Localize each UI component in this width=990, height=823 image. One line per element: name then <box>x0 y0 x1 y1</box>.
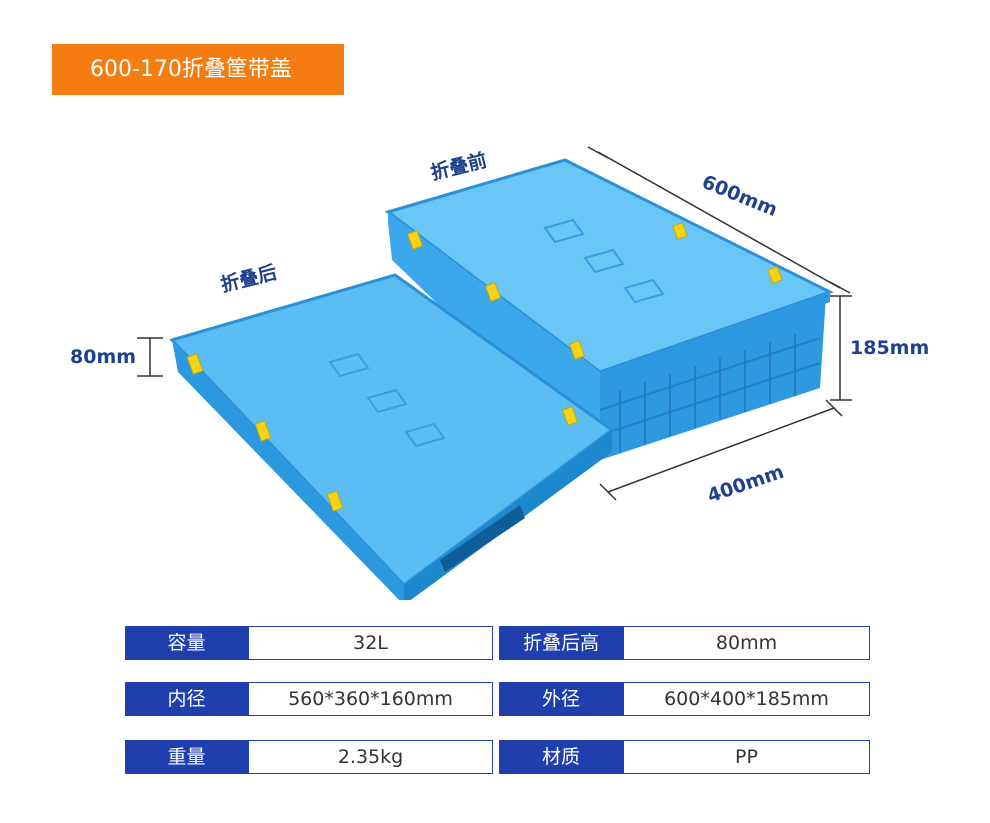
spec-value-weight: 2.35kg <box>248 740 493 774</box>
product-illustration <box>137 146 852 600</box>
folded-crate <box>169 273 615 600</box>
dimension-lines <box>137 146 852 501</box>
spec-row-3: 重量 2.35kg 材质 PP <box>125 740 870 774</box>
unfolded-crate <box>384 158 834 460</box>
spec-label-folded-height: 折叠后高 <box>499 626 623 660</box>
spec-value-material: PP <box>623 740 870 774</box>
spec-label-outer-size: 外径 <box>499 682 623 716</box>
spec-label-capacity: 容量 <box>125 626 248 660</box>
dim-height-label: 185mm <box>850 337 930 359</box>
spec-label-material: 材质 <box>499 740 623 774</box>
spec-row-2: 内径 560*360*160mm 外径 600*400*185mm <box>125 682 870 716</box>
page-title: 600-170折叠筐带盖 <box>52 44 344 95</box>
spec-value-inner-size: 560*360*160mm <box>248 682 493 716</box>
dim-folded-height-label: 80mm <box>70 346 137 368</box>
spec-value-capacity: 32L <box>248 626 493 660</box>
spec-value-folded-height: 80mm <box>623 626 870 660</box>
spec-value-outer-size: 600*400*185mm <box>623 682 870 716</box>
spec-label-weight: 重量 <box>125 740 248 774</box>
spec-label-inner-size: 内径 <box>125 682 248 716</box>
spec-row-1: 容量 32L 折叠后高 80mm <box>125 626 870 660</box>
